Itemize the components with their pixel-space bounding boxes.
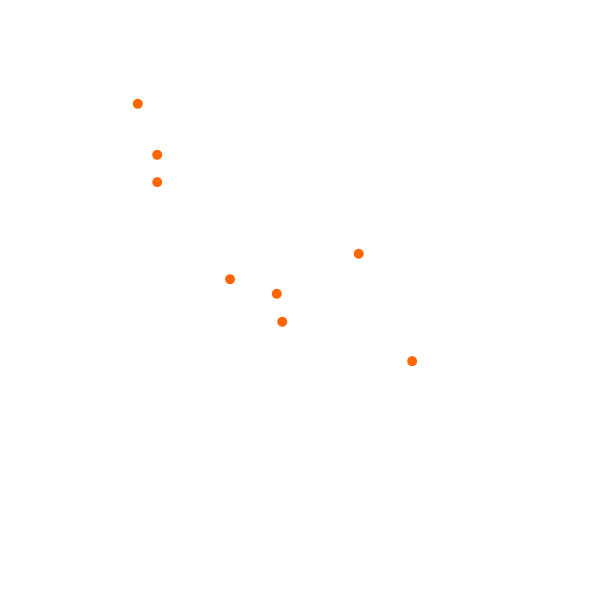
data-point-5	[225, 274, 236, 285]
data-point-8	[407, 356, 418, 367]
data-point-2	[152, 149, 163, 160]
data-point-3	[152, 177, 163, 188]
data-point-6	[271, 288, 282, 299]
data-point-4	[353, 248, 364, 259]
data-point-1	[132, 98, 143, 109]
data-point-7	[277, 316, 288, 327]
